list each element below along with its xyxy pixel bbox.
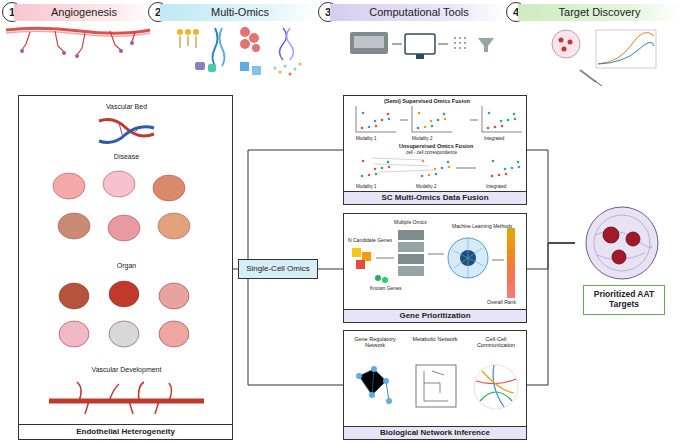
label-text: SC Multi-Omics Data Fusion (381, 193, 488, 202)
label-box: Endothelial Heterogeneity (19, 424, 232, 439)
label-text: Disease (19, 153, 234, 161)
connector (248, 150, 343, 259)
label-text: Computational Tools (369, 6, 468, 19)
panel-illustration (575, 205, 670, 285)
label-box: Single-Cell Omics (238, 259, 318, 279)
label-text: Integrated (486, 184, 506, 189)
label-text: Multi-Omics (211, 6, 269, 19)
label-text: Modality 2 (416, 184, 437, 189)
label-box: Angiogenesis (14, 4, 154, 21)
label-text: Machine Learning Methods (452, 224, 512, 230)
label-text: Organ (19, 262, 234, 270)
panel-illustration (19, 96, 232, 424)
label-text: Multiple Omics (394, 220, 427, 226)
label-text: Overall Rank (487, 300, 516, 306)
label-box: Multi-Omics (160, 4, 320, 21)
label-text: Modality 2 (412, 136, 433, 141)
label-text: Prioritized AAT Targets (583, 285, 665, 315)
label-text: Cell-Cell Communication (468, 336, 524, 349)
label-text: Gene Prioritization (399, 311, 470, 320)
label-text: (Semi) Supervised Omics Fusion (384, 98, 470, 104)
label-box: SC Multi-Omics Data Fusion (344, 191, 526, 204)
label-text: Modality 1 (356, 184, 377, 189)
connector (248, 279, 343, 385)
label-text: Vascular Bed (19, 103, 234, 111)
label-text: Endothelial Heterogeneity (76, 427, 175, 436)
label-text: Biological Network Inference (380, 428, 490, 437)
label-text: Single-Cell Omics (246, 264, 310, 273)
connector (527, 243, 575, 385)
label-text: Angiogenesis (51, 6, 117, 19)
label-text: Integrated (484, 136, 504, 141)
label-text: Gene Regulatory Network (348, 336, 402, 349)
panel-box: Multiple Omics N Candidate Genes Machine L… (343, 213, 527, 323)
panel-box: Vascular BedDiseaseOrganVascular Develop… (18, 95, 233, 440)
connector (527, 243, 575, 269)
label-text: cell - cell correspondence (406, 150, 457, 155)
panel-box: Prioritized AAT Targets (575, 205, 670, 320)
panel-box: Gene Regulatory Network Metabolic Network… (343, 330, 527, 440)
label-box: Computational Tools (330, 4, 508, 21)
connector (318, 269, 343, 270)
label-box: Biological Network Inference (344, 426, 526, 439)
label-text: Target Discovery (559, 6, 641, 19)
label-text: N Candidate Genes (348, 238, 392, 244)
label-box: Gene Prioritization (344, 309, 526, 322)
label-text: Modality 1 (356, 136, 377, 141)
label-text: Known Genes (370, 286, 401, 292)
label-text: Unsupervised Omics Fusion (399, 143, 473, 149)
connector (527, 150, 575, 243)
label-box: Target Discovery (518, 4, 681, 21)
label-text: Vascular Development (19, 366, 234, 374)
label-text: Metabolic Network (408, 336, 462, 342)
panel-box: (Semi) Supervised Omics FusionModality 1… (343, 95, 527, 205)
